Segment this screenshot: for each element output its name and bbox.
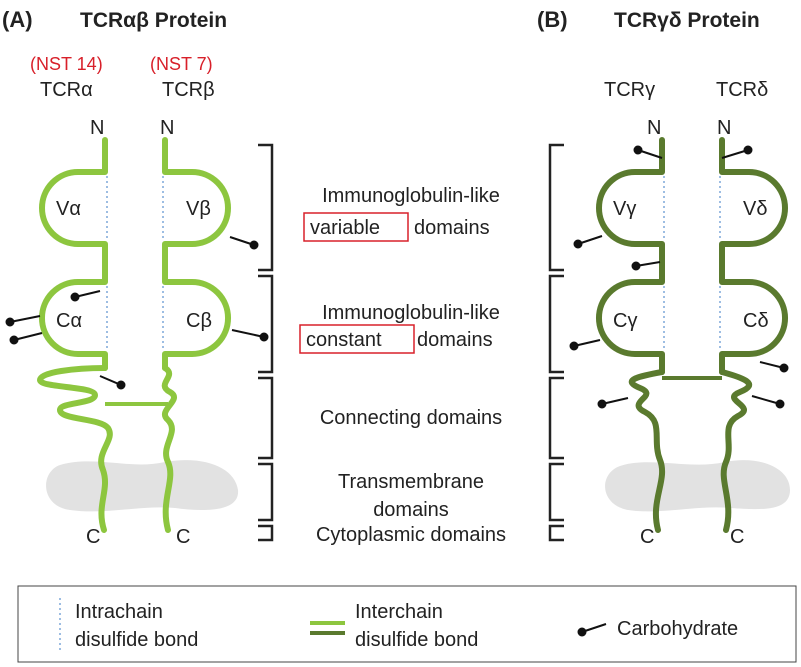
legend-box xyxy=(17,585,797,663)
intrachain-legend-line2: disulfide bond xyxy=(75,629,198,651)
interchain-legend-line1: Interchain xyxy=(355,601,443,623)
cb-domain-label: Cβ xyxy=(186,310,212,332)
carbohydrate-icon xyxy=(597,399,607,409)
connecting-domain-label: Connecting domains xyxy=(320,407,502,429)
panel-a-label: (A) xyxy=(2,7,33,32)
ca-domain-label: Cα xyxy=(56,310,82,332)
brackets-left xyxy=(258,143,274,542)
carbohydrate-icon xyxy=(5,317,15,327)
carbohydrate-icon xyxy=(249,240,259,250)
tcrd-c-terminus: C xyxy=(730,526,744,548)
legend: Intrachain disulfide bond Interchain dis… xyxy=(17,585,797,663)
panel-b-title: TCRγδ Protein xyxy=(614,9,760,32)
carbohydrate-icon xyxy=(573,239,583,249)
carbohydrate-icon xyxy=(743,145,753,155)
transmembrane-domain-line2: domains xyxy=(373,499,449,521)
constant-domain-line1: Immunoglobulin-like xyxy=(322,302,500,324)
carbohydrate-icon xyxy=(9,335,19,345)
tcrg-c-terminus: C xyxy=(640,526,654,548)
vb-domain-label: Vβ xyxy=(186,198,211,220)
tcrg-n-terminus: N xyxy=(647,117,661,139)
carbohydrate-legend-icon xyxy=(577,623,607,637)
domain-labels: Immunoglobulin-like variable domains Imm… xyxy=(299,185,506,546)
carbohydrate-icon xyxy=(779,363,789,373)
carbohydrate-icon xyxy=(70,292,80,302)
tcra-c-terminus: C xyxy=(86,526,100,548)
tcrb-nst-label: (NST 7) xyxy=(150,54,213,74)
panel-a-title: TCRαβ Protein xyxy=(80,9,227,32)
cytoplasmic-domain-label: Cytoplasmic domains xyxy=(316,524,506,546)
interchain-legend-icon xyxy=(310,621,345,635)
carbohydrate-icon xyxy=(116,380,126,390)
variable-domain-suffix: domains xyxy=(414,217,490,239)
carbohydrate-icon xyxy=(633,145,643,155)
vd-domain-label: Vδ xyxy=(743,198,767,220)
constant-highlight-box xyxy=(299,324,415,354)
tcrb-chain xyxy=(161,137,231,533)
carbohydrate-icon xyxy=(259,332,269,342)
constant-domain-keyword: constant xyxy=(306,329,382,351)
panel-b: (B) TCRγδ Protein TCRγ TCRδ N N Vγ Vδ Cγ… xyxy=(537,7,790,548)
membrane-a xyxy=(46,460,239,512)
carbohydrate-icon xyxy=(569,341,579,351)
panel-b-label: (B) xyxy=(537,7,568,32)
intrachain-bonds-a xyxy=(106,176,164,350)
tcrb-c-terminus: C xyxy=(176,526,190,548)
transmembrane-domain-line1: Transmembrane xyxy=(338,471,484,493)
tcrd-chain-label: TCRδ xyxy=(716,79,768,101)
va-domain-label: Vα xyxy=(56,198,81,220)
tcra-n-terminus: N xyxy=(90,117,104,139)
tcrd-n-terminus: N xyxy=(717,117,731,139)
membrane-b xyxy=(605,460,790,512)
intrachain-bonds-b xyxy=(663,176,721,350)
tcrb-n-terminus: N xyxy=(160,117,174,139)
carbohydrates-b xyxy=(569,145,789,409)
cg-domain-label: Cγ xyxy=(613,310,637,332)
cd-domain-label: Cδ xyxy=(743,310,769,332)
variable-domain-line1: Immunoglobulin-like xyxy=(322,185,500,207)
tcra-chain-label: TCRα xyxy=(40,79,93,101)
panel-a: (A) TCRαβ Protein (NST 14) (NST 7) TCRα … xyxy=(2,7,269,548)
carbohydrate-icon xyxy=(775,399,785,409)
vg-domain-label: Vγ xyxy=(613,198,636,220)
tcrd-chain xyxy=(719,137,788,533)
intrachain-legend-line1: Intrachain xyxy=(75,601,163,623)
interchain-legend-line2: disulfide bond xyxy=(355,629,478,651)
tcrg-chain xyxy=(596,137,666,533)
constant-domain-suffix: domains xyxy=(417,329,493,351)
carbohydrates-a xyxy=(5,236,269,390)
carbohydrate-icon xyxy=(631,261,641,271)
brackets-right xyxy=(548,143,564,542)
tcrg-chain-label: TCRγ xyxy=(604,79,655,101)
variable-domain-keyword: variable xyxy=(310,217,380,239)
tcra-chain xyxy=(37,137,113,533)
tcra-nst-label: (NST 14) xyxy=(30,54,103,74)
carbohydrate-legend-label: Carbohydrate xyxy=(617,618,738,640)
variable-highlight-box xyxy=(303,212,409,242)
tcrb-chain-label: TCRβ xyxy=(162,79,215,101)
